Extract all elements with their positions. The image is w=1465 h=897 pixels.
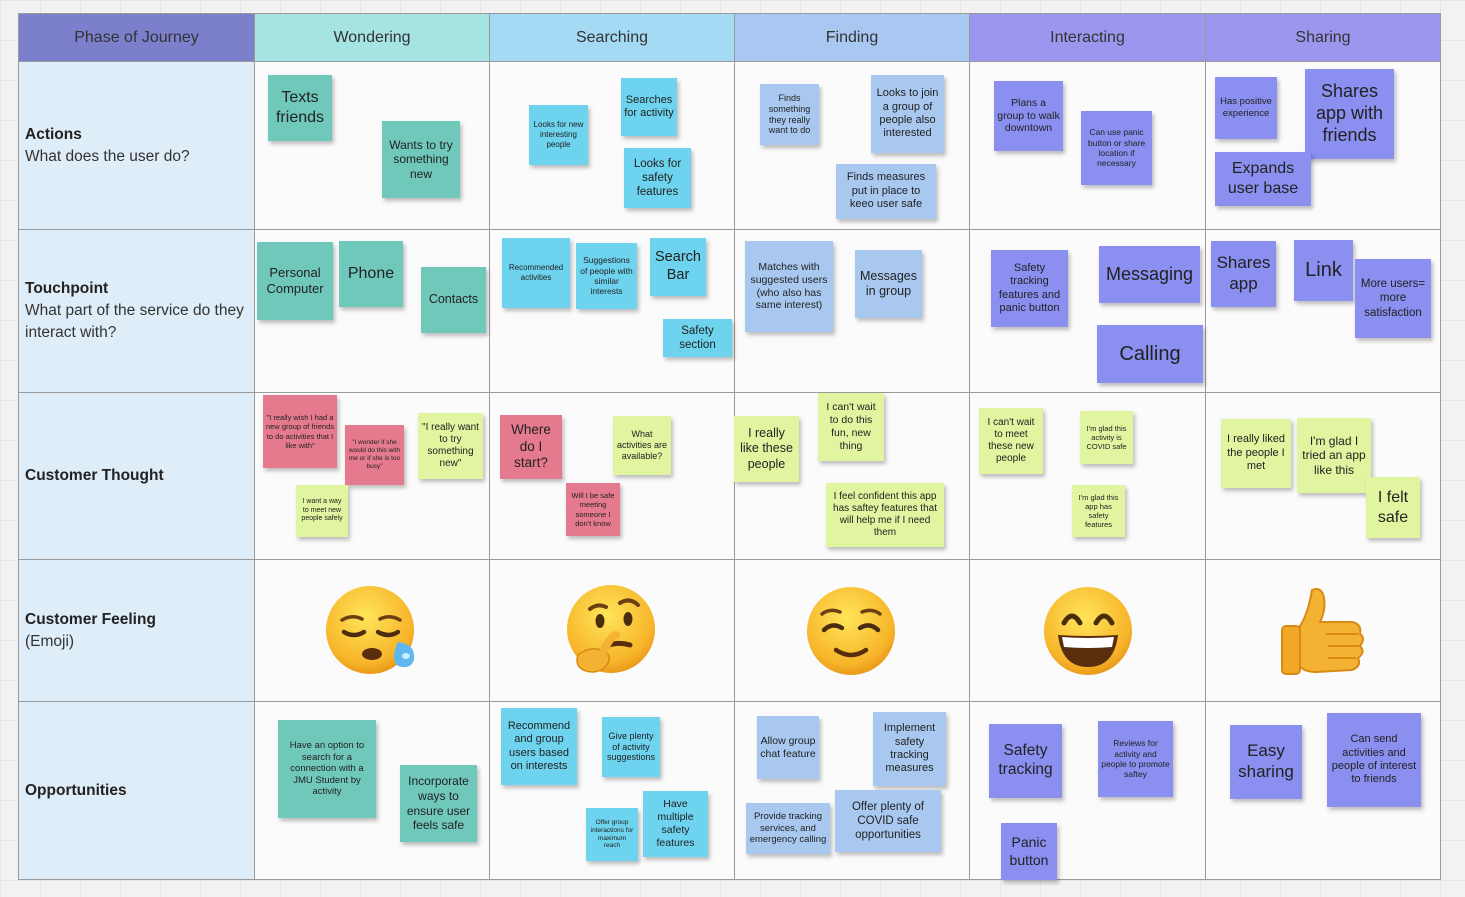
grid-cell <box>489 61 735 230</box>
sticky-note[interactable]: Safety tracking features and panic butto… <box>991 250 1068 327</box>
sticky-note[interactable]: "I really wish I had a new group of frie… <box>263 395 337 468</box>
sticky-note[interactable]: Finds measures put in place to keeo user… <box>836 164 936 219</box>
sticky-note[interactable]: Reviews for activity and people to promo… <box>1098 721 1173 797</box>
sticky-note[interactable]: Texts friends <box>268 75 332 141</box>
grinning-face-icon <box>1044 587 1132 675</box>
row-label-actions: Actions What does the user do? <box>18 61 255 230</box>
sticky-note[interactable]: "I really want to try something new" <box>418 413 483 479</box>
sticky-note[interactable]: Expands user base <box>1215 152 1311 206</box>
sticky-note[interactable]: Shares app with friends <box>1305 69 1394 159</box>
sticky-note[interactable]: Safety section <box>663 319 732 357</box>
sticky-note[interactable]: I want a way to meet new people safely <box>296 485 348 537</box>
sticky-note[interactable]: I feel confident this app has saftey fea… <box>826 483 944 547</box>
header-wondering: Wondering <box>254 13 490 62</box>
row-title-actions: Actions <box>25 125 82 143</box>
row-label-customer-thought: Customer Thought <box>18 392 255 560</box>
sticky-note[interactable]: More users= more satisfaction <box>1355 259 1431 338</box>
sticky-note[interactable]: I can't wait to do this fun, new thing <box>818 393 884 461</box>
sticky-note[interactable]: Searches for activity <box>621 78 677 136</box>
sticky-note[interactable]: Offer group interactions for maximum rea… <box>586 808 638 861</box>
sticky-note[interactable]: Has positive experience <box>1215 77 1277 139</box>
row-subtitle-customer-feeling: (Emoji) <box>25 632 75 650</box>
sticky-note[interactable]: I really liked the people I met <box>1221 419 1291 488</box>
sticky-note[interactable]: Suggestions of people with similar inter… <box>576 243 637 309</box>
sticky-note[interactable]: Can send activities and people of intere… <box>1327 713 1421 807</box>
row-title-customer-feeling: Customer Feeling <box>25 610 156 628</box>
thumbs-up-icon <box>1281 588 1364 675</box>
sticky-note[interactable]: I'm glad this activity is COVID safe <box>1080 411 1133 464</box>
sticky-note[interactable]: I can't wait to meet these new people <box>979 408 1043 474</box>
row-subtitle-touchpoint: What part of the service do they interac… <box>25 302 244 341</box>
sticky-note[interactable]: Wants to try something new <box>382 121 460 198</box>
sticky-note[interactable]: What activities are available? <box>613 416 671 475</box>
sticky-note[interactable]: Provide tracking services, and emergency… <box>746 803 830 854</box>
sticky-note[interactable]: I'm glad this app has safety features <box>1072 485 1125 537</box>
header-phase-label: Phase of Journey <box>74 28 199 46</box>
sticky-note[interactable]: Incorporate ways to ensure user feels sa… <box>400 765 477 842</box>
sticky-note[interactable]: Messaging <box>1099 246 1200 303</box>
sticky-note[interactable]: Looks for new interesting people <box>529 105 588 165</box>
sticky-note[interactable]: Phone <box>339 241 403 307</box>
row-subtitle-actions: What does the user do? <box>25 147 190 165</box>
thinking-face-icon <box>567 585 655 673</box>
sticky-note[interactable]: Easy sharing <box>1230 725 1302 799</box>
header-phase-of-journey: Phase of Journey <box>18 13 255 62</box>
sticky-note[interactable]: Implement safety tracking measures <box>873 712 946 786</box>
sleepy-face-icon <box>326 586 415 674</box>
row-label-opportunities: Opportunities <box>18 701 255 880</box>
header-searching-label: Searching <box>575 28 649 46</box>
row-label-customer-feeling: Customer Feeling (Emoji) <box>18 559 255 702</box>
header-searching: Searching <box>489 13 735 62</box>
sticky-note[interactable]: Will I be safe meeting someone I don't k… <box>566 483 620 536</box>
header-sharing: Sharing <box>1205 13 1441 62</box>
sticky-note[interactable]: I'm glad I tried an app like this <box>1297 418 1371 493</box>
sticky-note[interactable]: Offer plenty of COVID safe opportunities <box>835 790 941 852</box>
sticky-note[interactable]: Personal Computer <box>257 242 333 320</box>
sticky-note[interactable]: Shares app <box>1211 241 1276 307</box>
row-title-touchpoint: Touchpoint <box>25 280 109 297</box>
sticky-note[interactable]: Have multiple safety features <box>643 791 708 857</box>
row-label-touchpoint: Touchpoint What part of the service do t… <box>18 229 255 393</box>
sticky-note[interactable]: Give plenty of activity suggestions <box>602 717 660 777</box>
row-title-opportunities: Opportunities <box>25 781 127 799</box>
relieved-face-icon <box>807 587 895 675</box>
sticky-note[interactable]: Matches with suggested users (who also h… <box>745 241 833 332</box>
header-interacting-label: Interacting <box>1050 28 1125 46</box>
sticky-note[interactable]: Allow group chat feature <box>757 716 819 779</box>
row-title-customer-thought: Customer Thought <box>25 467 164 484</box>
sticky-note[interactable]: Search Bar <box>650 238 706 296</box>
header-sharing-label: Sharing <box>1295 28 1351 46</box>
sticky-note[interactable]: Calling <box>1097 325 1203 383</box>
sticky-note[interactable]: Have an option to search for a connectio… <box>278 720 376 818</box>
sticky-note[interactable]: Safety tracking <box>989 724 1062 798</box>
sticky-note[interactable]: I really like these people <box>734 416 799 482</box>
sticky-note[interactable]: Where do I start? <box>500 415 562 479</box>
sticky-note[interactable]: Contacts <box>421 267 486 333</box>
header-wondering-label: Wondering <box>333 28 411 46</box>
header-finding: Finding <box>734 13 970 62</box>
sticky-note[interactable]: Panic button <box>1001 823 1057 880</box>
sticky-note[interactable]: Looks to join a group of people also int… <box>871 75 944 153</box>
sticky-note[interactable]: Plans a group to walk downtown <box>994 81 1063 151</box>
sticky-note[interactable]: Recommended activities <box>502 238 570 308</box>
sticky-note[interactable]: Link <box>1294 240 1353 301</box>
sticky-note[interactable]: "I wonder if she would do this with me o… <box>345 425 404 485</box>
sticky-note[interactable]: Messages in group <box>855 250 922 318</box>
header-finding-label: Finding <box>825 28 879 46</box>
sticky-note[interactable]: Looks for safety features <box>624 148 691 208</box>
sticky-note[interactable]: Recommend and group users based on inter… <box>501 708 577 785</box>
sticky-note[interactable]: Can use panic button or share location i… <box>1081 111 1152 185</box>
sticky-note[interactable]: I felt safe <box>1366 477 1420 538</box>
header-interacting: Interacting <box>969 13 1206 62</box>
sticky-note[interactable]: Finds something they really want to do <box>760 84 819 145</box>
